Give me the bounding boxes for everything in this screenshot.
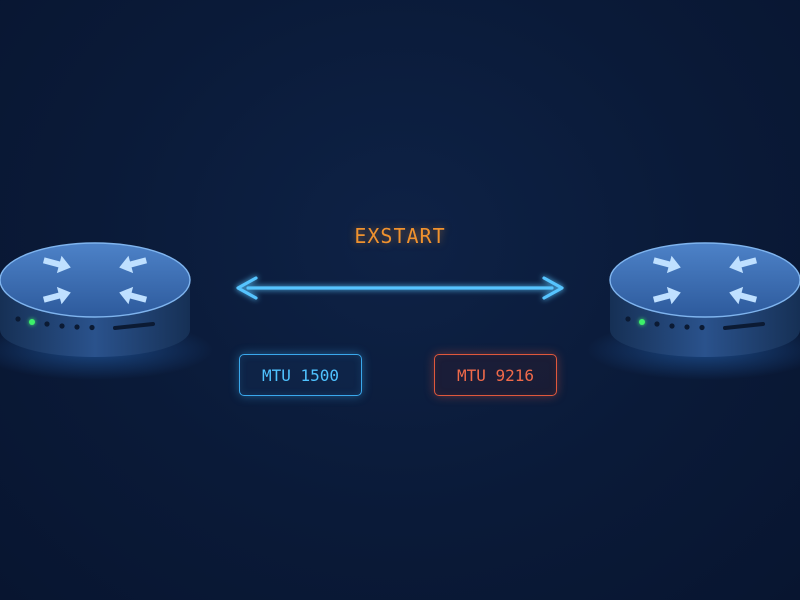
bidirectional-arrow-icon	[236, 276, 564, 300]
mtu-badge-left: MTU 1500	[239, 354, 362, 396]
router-icon-left	[0, 243, 213, 380]
mtu-badge-right: MTU 9216	[434, 354, 557, 396]
ospf-state-label: EXSTART	[354, 224, 446, 248]
router-icon-right	[587, 243, 800, 380]
